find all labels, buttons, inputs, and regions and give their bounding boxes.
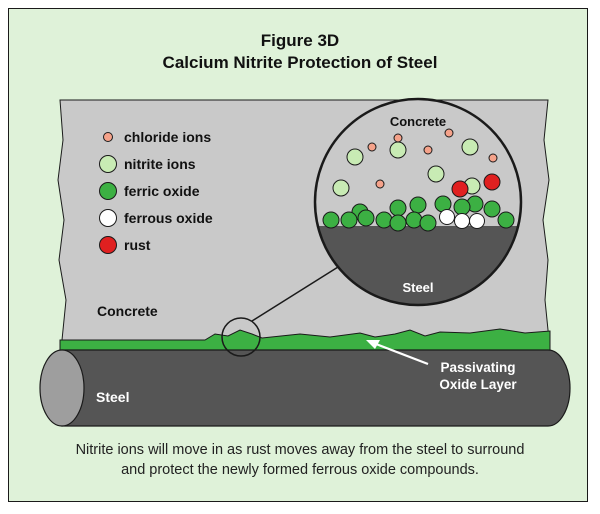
- zoom-particle-chloride: [393, 133, 403, 143]
- zoom-particles: [322, 128, 515, 232]
- zoom-particle-ferric: [409, 196, 427, 214]
- zoom-particle-ferrous: [454, 213, 470, 229]
- steel-bar: [61, 349, 571, 427]
- zoom-view: [315, 99, 521, 305]
- zoom-particle-rust: [483, 173, 501, 191]
- legend-swatch-nitrite: [99, 155, 117, 173]
- figure-caption: Nitrite ions will move in as rust moves …: [20, 440, 580, 480]
- figure-caption-line1: Nitrite ions will move in as rust moves …: [75, 442, 525, 458]
- zoom-particle-chloride: [375, 179, 385, 189]
- legend-label-ferric: ferric oxide: [124, 183, 200, 199]
- zoom-particle-chloride: [444, 128, 454, 138]
- zoom-particle-ferric: [340, 211, 358, 229]
- zoom-particle-chloride: [488, 153, 498, 163]
- legend-swatch-chloride: [103, 132, 113, 142]
- zoom-particle-ferric: [405, 211, 423, 229]
- zoom-particle-nitrite: [427, 165, 445, 183]
- zoom-particle-nitrite: [389, 141, 407, 159]
- zoom-particle-ferrous: [439, 209, 455, 225]
- zoom-particle-ferric: [322, 211, 340, 229]
- zoom-particle-chloride: [423, 145, 433, 155]
- zoom-particle-nitrite: [332, 179, 350, 197]
- legend-label-rust: rust: [124, 237, 151, 253]
- zoom-source-circle: [221, 317, 261, 357]
- zoom-particle-ferrous: [469, 213, 485, 229]
- passivating-oxide-layer: [59, 328, 551, 353]
- zoom-steel-label: Steel: [402, 280, 433, 295]
- figure-title-line1: Figure 3D: [260, 31, 340, 50]
- legend-label-ferrous: ferrous oxide: [124, 210, 213, 226]
- passivating-arrow-head: [366, 340, 380, 349]
- passivating-label-line1: Passivating: [440, 360, 515, 375]
- legend-swatch-rust: [99, 236, 117, 254]
- legend: chloride ions nitrite ions ferric oxide fer…: [99, 129, 213, 254]
- zoom-particle-ferric: [375, 211, 393, 229]
- zoom-particle-nitrite: [346, 148, 364, 166]
- zoom-particle-ferric: [497, 211, 515, 229]
- zoom-particle-ferric: [357, 209, 375, 227]
- zoom-connector-line: [251, 261, 347, 322]
- steel-bar-end: [39, 349, 85, 427]
- concrete-label: Concrete: [97, 303, 158, 319]
- zoom-particle-ferric: [453, 198, 471, 216]
- legend-swatch-ferric: [99, 182, 117, 200]
- legend-swatch-ferrous: [99, 209, 117, 227]
- zoom-particle-ferric: [483, 200, 501, 218]
- figure-title-line2: Calcium Nitrite Protection of Steel: [162, 53, 438, 72]
- figure-caption-line2: and protect the newly formed ferrous oxi…: [121, 462, 479, 478]
- figure-title: Figure 3D Calcium Nitrite Protection of …: [0, 30, 600, 74]
- zoom-particle-rust: [451, 180, 469, 198]
- zoom-concrete-label: Concrete: [390, 114, 446, 129]
- passivating-label-line2: Oxide Layer: [439, 377, 517, 392]
- legend-label-chloride: chloride ions: [124, 129, 211, 145]
- steel-label: Steel: [96, 389, 129, 405]
- zoom-particle-nitrite: [461, 138, 479, 156]
- legend-label-nitrite: nitrite ions: [124, 156, 196, 172]
- zoom-particle-ferric: [389, 199, 407, 217]
- zoom-particle-ferric: [419, 214, 437, 232]
- zoom-particle-chloride: [367, 142, 377, 152]
- passivating-arrow-line: [375, 342, 429, 366]
- zoom-particle-ferric: [389, 214, 407, 232]
- zoom-view-circle: [313, 97, 523, 307]
